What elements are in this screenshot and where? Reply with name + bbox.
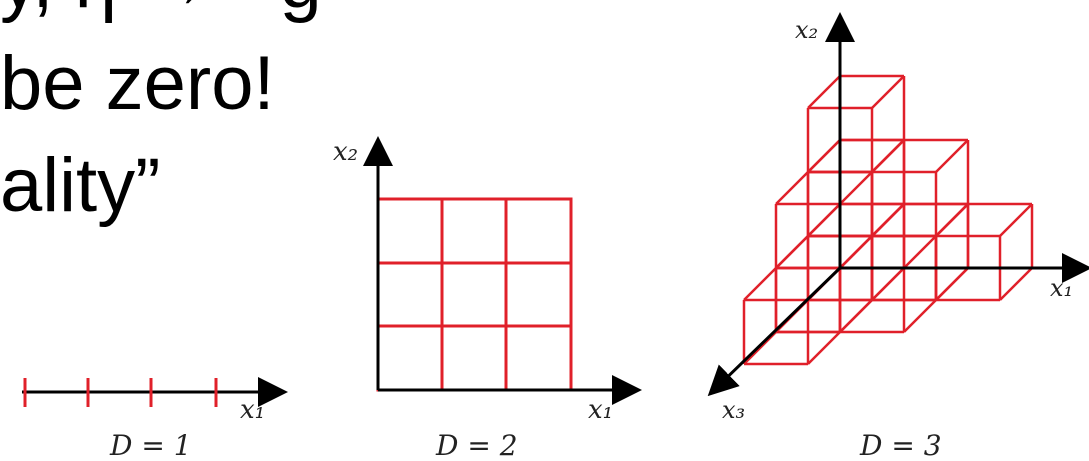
d3-cube-edge	[839, 171, 873, 205]
d3-cube	[870, 138, 970, 238]
figure-d3: x₂ x₁ x₃ D = 3	[707, 12, 1089, 461]
d3-cube-edge	[743, 267, 777, 301]
d2-axis-x-label: x₁	[588, 395, 613, 425]
d3-cube-edge	[935, 139, 969, 173]
d2-caption: D = 2	[435, 429, 518, 461]
d3-cube-edge	[999, 267, 1033, 301]
d3-cube-edge	[903, 235, 937, 269]
d3-cube-edge	[935, 203, 969, 237]
d3-cube-edge	[743, 331, 777, 365]
d3-cube-edge	[775, 235, 809, 269]
d3-cube-edge	[807, 203, 841, 237]
d3-cube-edge	[839, 235, 873, 269]
d1-ticks	[23, 378, 218, 407]
d3-cube-edge	[871, 203, 905, 237]
d3-cube	[934, 202, 1034, 302]
d1-axis-label: x₁	[240, 395, 265, 425]
d1-caption: D = 1	[109, 429, 192, 461]
d3-cube-edge	[871, 267, 905, 301]
figure-d1: x₁ D = 1	[22, 377, 288, 461]
d3-cube-edge	[935, 267, 969, 301]
d3-caption: D = 3	[859, 429, 942, 461]
d3-cube-edge	[807, 139, 841, 173]
slide-text-line-2: be zero!	[0, 41, 275, 126]
d3-axis-x1-label: x₁	[1050, 274, 1073, 302]
d3-cube-edge	[839, 299, 873, 333]
d3-cube-edge	[807, 75, 841, 109]
d3-cube	[806, 74, 906, 174]
slide-text-line-3: ality”	[0, 143, 161, 228]
d3-cube-edge	[903, 299, 937, 333]
d3-x3-axis	[707, 266, 842, 397]
d3-axis-x3-label: x₃	[722, 396, 745, 424]
d2-axis-y-label: x₂	[333, 137, 358, 167]
d3-cube-edge	[871, 139, 905, 173]
d2-grid	[376, 197, 573, 392]
d3-cube-edge	[871, 75, 905, 109]
d3-cube-edge	[999, 203, 1033, 237]
figure-d2: x₂ x₁ D = 2	[333, 136, 642, 461]
slide-text-line-1: y, η → −g	[0, 0, 322, 25]
d3-cube-edge	[775, 171, 809, 205]
d3-cube-edge	[807, 331, 841, 365]
d3-axis-x2-label: x₂	[795, 16, 818, 44]
